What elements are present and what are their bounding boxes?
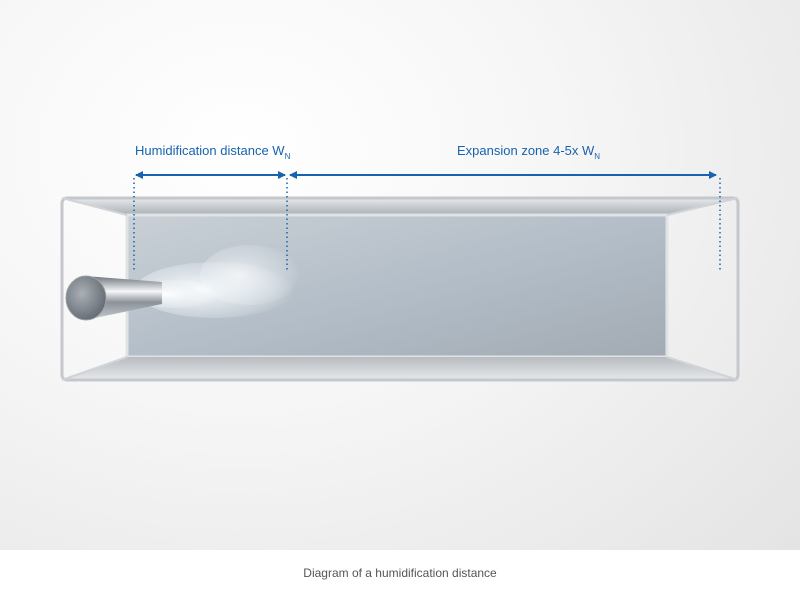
- label-subscript: N: [284, 152, 291, 161]
- label-text: Humidification distance W: [135, 143, 285, 158]
- nozzle-pipe: [65, 275, 162, 321]
- label-subscript: N: [594, 152, 601, 161]
- expansion-zone-label: Expansion zone 4-5x WN: [457, 143, 600, 161]
- duct-diagram: [60, 171, 740, 382]
- humidification-distance-label: Humidification distance WN: [135, 143, 290, 161]
- figure-caption: Diagram of a humidification distance: [303, 566, 497, 580]
- label-text: Expansion zone 4-5x W: [457, 143, 595, 158]
- dimension-lines: [133, 171, 721, 272]
- caption-band: [0, 550, 800, 600]
